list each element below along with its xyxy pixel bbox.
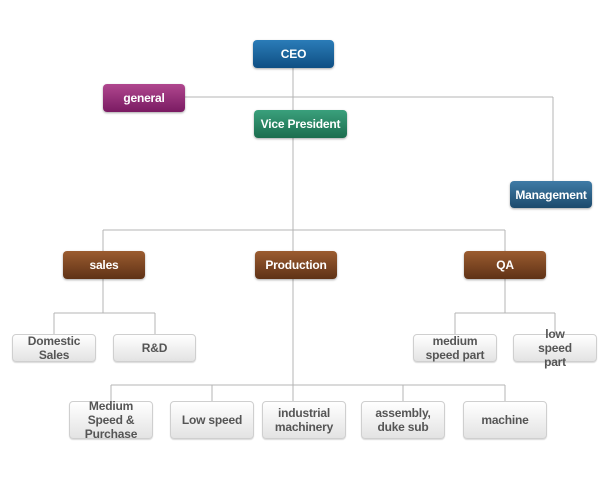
node-domestic-sales: Domestic Sales xyxy=(12,334,96,362)
node-medium-speed-part: medium speed part xyxy=(413,334,497,362)
node-vice-president: Vice President xyxy=(254,110,347,138)
node-ceo: CEO xyxy=(253,40,334,68)
node-machine: machine xyxy=(463,401,547,439)
node-assembly-duke-sub: assembly, duke sub xyxy=(361,401,445,439)
node-low-speed: Low speed xyxy=(170,401,254,439)
node-industrial-machinery: industrial machinery xyxy=(262,401,346,439)
node-management: Management xyxy=(510,181,592,208)
node-production: Production xyxy=(255,251,337,279)
node-rnd: R&D xyxy=(113,334,196,362)
node-qa: QA xyxy=(464,251,546,279)
node-medium-speed-purchase: Medium Speed & Purchase xyxy=(69,399,153,441)
node-sales: sales xyxy=(63,251,145,279)
node-low-speed-part: low speed part xyxy=(513,327,597,369)
node-general: general xyxy=(103,84,185,112)
